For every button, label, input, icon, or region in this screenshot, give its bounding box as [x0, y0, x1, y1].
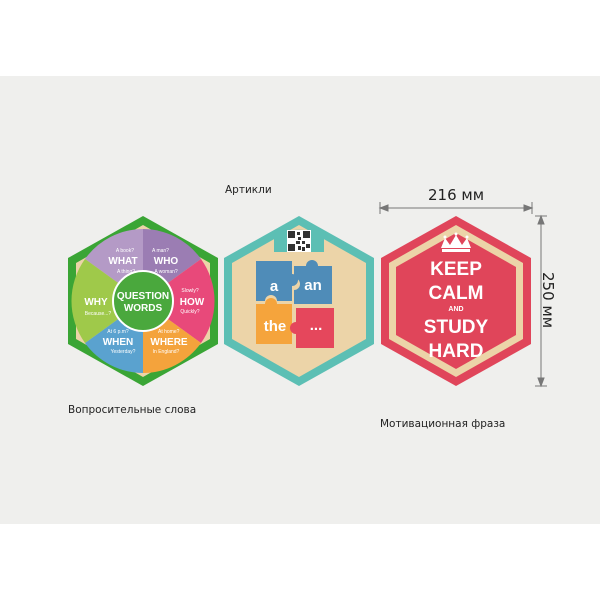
segment-what-hint1: A book? — [116, 248, 134, 254]
question-words-title-line1: QUESTION — [117, 291, 169, 302]
crown-icon — [441, 232, 471, 252]
segment-who-hint1: A man? — [152, 248, 169, 254]
article-an: an — [304, 277, 322, 294]
puzzle-icon — [256, 260, 334, 348]
keep-calm-hexagon: KEEP CALM AND STUDY HARD — [381, 216, 531, 386]
caption-articles: Артикли — [225, 184, 272, 196]
keep-calm-line3: AND — [448, 306, 463, 313]
article-a: a — [270, 278, 279, 295]
question-words-title-line2: WORDS — [124, 303, 163, 314]
article-ellipsis: ... — [310, 317, 323, 334]
segment-how-hint2: Quickly? — [180, 309, 199, 315]
segment-why-word: WHY — [84, 297, 108, 308]
segment-who-hint2: A woman? — [154, 269, 178, 275]
keep-calm-line1: KEEP — [430, 259, 482, 280]
segment-when-hint1: At 6 p.m? — [107, 329, 129, 335]
segment-who-word: WHO — [154, 256, 179, 267]
qr-code-icon — [287, 230, 311, 252]
article-the: the — [264, 318, 287, 335]
caption-motivational-phrase: Мотивационная фраза — [380, 418, 506, 430]
segment-why-hint1: Because...? — [85, 311, 112, 317]
segment-where-hint1: At home? — [158, 329, 180, 335]
question-words-hexagon: QUESTION WORDS A book? WHAT A thing? A m… — [68, 216, 218, 386]
keep-calm-line5: HARD — [429, 341, 484, 362]
segment-what-word: WHAT — [108, 256, 137, 267]
articles-hexagon: a an the ... — [224, 216, 374, 386]
segment-what-hint2: A thing? — [117, 269, 135, 275]
caption-question-words: Вопросительные слова — [68, 404, 197, 416]
segment-how-word: HOW — [180, 297, 205, 308]
segment-where-word: WHERE — [150, 337, 188, 348]
segment-when-hint2: Yesterday? — [111, 349, 136, 355]
segment-when-word: WHEN — [103, 337, 134, 348]
keep-calm-line4: STUDY — [424, 317, 489, 338]
segment-where-hint2: In England? — [153, 349, 180, 355]
segment-how-hint1: Slowly? — [181, 288, 198, 294]
width-dimension-label: 216 мм — [428, 186, 485, 204]
keep-calm-line2: CALM — [429, 283, 484, 304]
